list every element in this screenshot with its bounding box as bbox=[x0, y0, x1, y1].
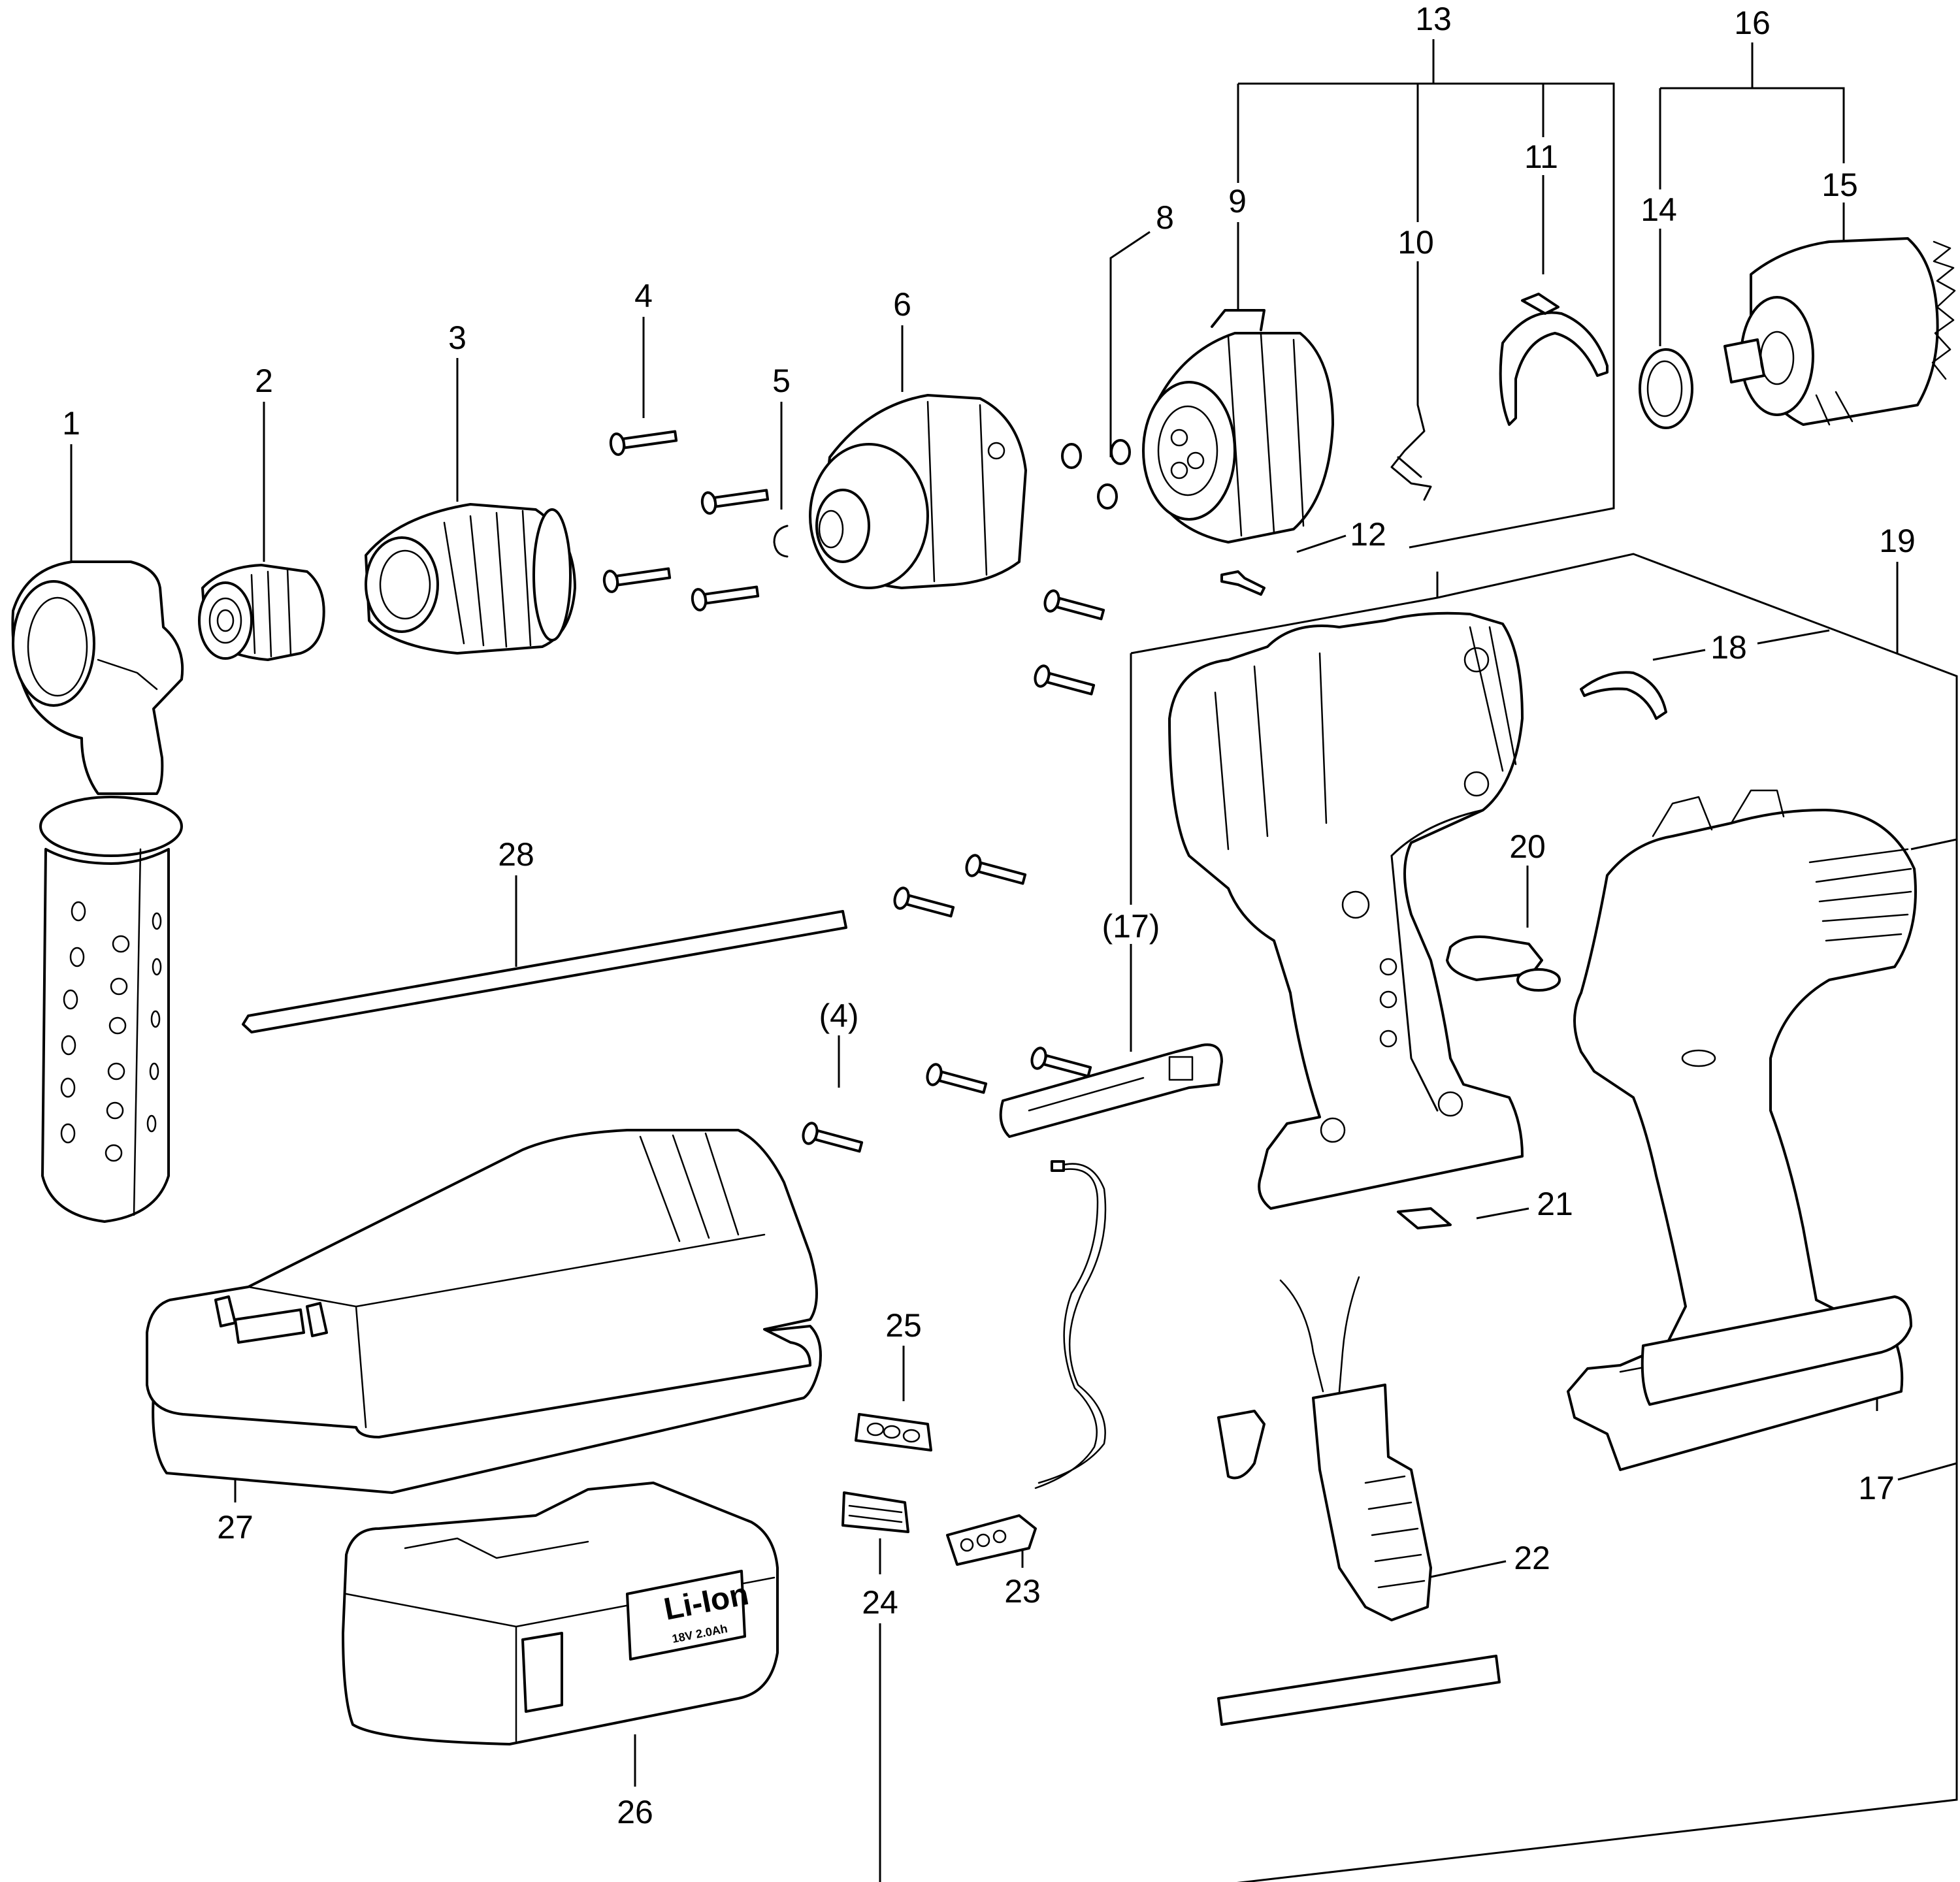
belt-clip bbox=[999, 1043, 1223, 1138]
led-board-cable bbox=[946, 1160, 1107, 1566]
keyless-chuck bbox=[365, 503, 576, 655]
screw bbox=[893, 886, 955, 918]
clip-tab bbox=[1521, 293, 1560, 315]
leader-18 bbox=[1652, 629, 1830, 661]
callout-16: 16 bbox=[1734, 5, 1771, 41]
grip-dots bbox=[60, 901, 162, 1162]
gearbox bbox=[1142, 309, 1334, 544]
callout-11: 11 bbox=[1524, 138, 1558, 175]
leader-lines bbox=[70, 39, 1958, 1882]
screw-4 bbox=[609, 430, 678, 456]
screw bbox=[1043, 589, 1105, 621]
scale-label bbox=[1580, 671, 1667, 720]
screw bbox=[1030, 1046, 1092, 1078]
callout-15: 15 bbox=[1821, 167, 1858, 203]
callout-4-ref: (4) bbox=[819, 998, 858, 1034]
callout-20: 20 bbox=[1509, 828, 1546, 865]
gear-selector-clip bbox=[1499, 311, 1609, 426]
callout-27: 27 bbox=[217, 1509, 253, 1546]
callout-labels: 1 2 3 4 5 6 8 9 10 11 12 13 14 15 16 17 … bbox=[62, 1, 1916, 1830]
callout-21: 21 bbox=[1537, 1186, 1573, 1222]
callout-8: 8 bbox=[1156, 199, 1174, 236]
callout-19: 19 bbox=[1879, 523, 1916, 559]
screw bbox=[691, 585, 760, 611]
callout-23: 23 bbox=[1004, 1573, 1041, 1610]
motor bbox=[1723, 237, 1956, 426]
spring-clip bbox=[1220, 570, 1266, 596]
callout-5: 5 bbox=[772, 363, 791, 399]
gearbox-front bbox=[809, 394, 1027, 589]
callout-3: 3 bbox=[448, 319, 466, 356]
led-lens bbox=[855, 1413, 932, 1452]
direction-switch bbox=[1446, 935, 1561, 992]
callout-26: 26 bbox=[617, 1794, 653, 1830]
callout-18: 18 bbox=[1710, 629, 1747, 666]
screw bbox=[602, 567, 672, 593]
side-handle bbox=[11, 560, 184, 1223]
screws bbox=[602, 430, 1105, 1153]
callout-22: 22 bbox=[1514, 1540, 1550, 1576]
leader-12 bbox=[1296, 534, 1347, 553]
callout-13: 13 bbox=[1415, 1, 1452, 37]
leader-19-right bbox=[1910, 838, 1957, 851]
callout-4: 4 bbox=[634, 278, 653, 314]
leader-13-bracket bbox=[1238, 82, 1615, 549]
motor-seal-ring bbox=[1639, 348, 1693, 429]
housing-left-half bbox=[1168, 611, 1524, 1210]
selector-spring bbox=[1390, 404, 1432, 501]
screw bbox=[700, 489, 770, 515]
retaining-ring bbox=[773, 525, 789, 558]
drill-chuck-adapter bbox=[198, 564, 325, 661]
callout-24: 24 bbox=[862, 1584, 898, 1621]
pad bbox=[1397, 1207, 1452, 1229]
pins bbox=[1061, 439, 1131, 510]
callout-14: 14 bbox=[1641, 191, 1677, 228]
screw bbox=[926, 1063, 988, 1094]
leader-21 bbox=[1476, 1207, 1529, 1220]
callout-25: 25 bbox=[885, 1307, 922, 1344]
callout-17-ref: (17) bbox=[1102, 908, 1160, 945]
leader-8 bbox=[1109, 231, 1151, 457]
callout-10: 10 bbox=[1397, 224, 1434, 261]
screw bbox=[802, 1122, 864, 1153]
leader-22 bbox=[1427, 1560, 1507, 1579]
charger bbox=[146, 1129, 822, 1494]
battery-label bbox=[626, 1570, 746, 1661]
led-cover bbox=[841, 1491, 909, 1533]
callout-6: 6 bbox=[893, 286, 911, 323]
depth-stop-rod bbox=[242, 910, 847, 1033]
callout-28: 28 bbox=[498, 836, 534, 873]
leader-19-frame bbox=[1130, 553, 1958, 1882]
screw bbox=[1034, 664, 1096, 696]
screw bbox=[965, 854, 1027, 885]
callout-12: 12 bbox=[1350, 516, 1386, 553]
callout-9: 9 bbox=[1228, 183, 1247, 219]
leader-16-bracket bbox=[1660, 87, 1845, 163]
housing-cover-strip bbox=[1641, 1295, 1912, 1406]
callout-2: 2 bbox=[255, 363, 273, 399]
trigger-switch bbox=[1217, 1276, 1501, 1726]
callout-1: 1 bbox=[62, 405, 80, 442]
callout-17: 17 bbox=[1858, 1470, 1895, 1506]
battery-pack bbox=[342, 1482, 779, 1745]
